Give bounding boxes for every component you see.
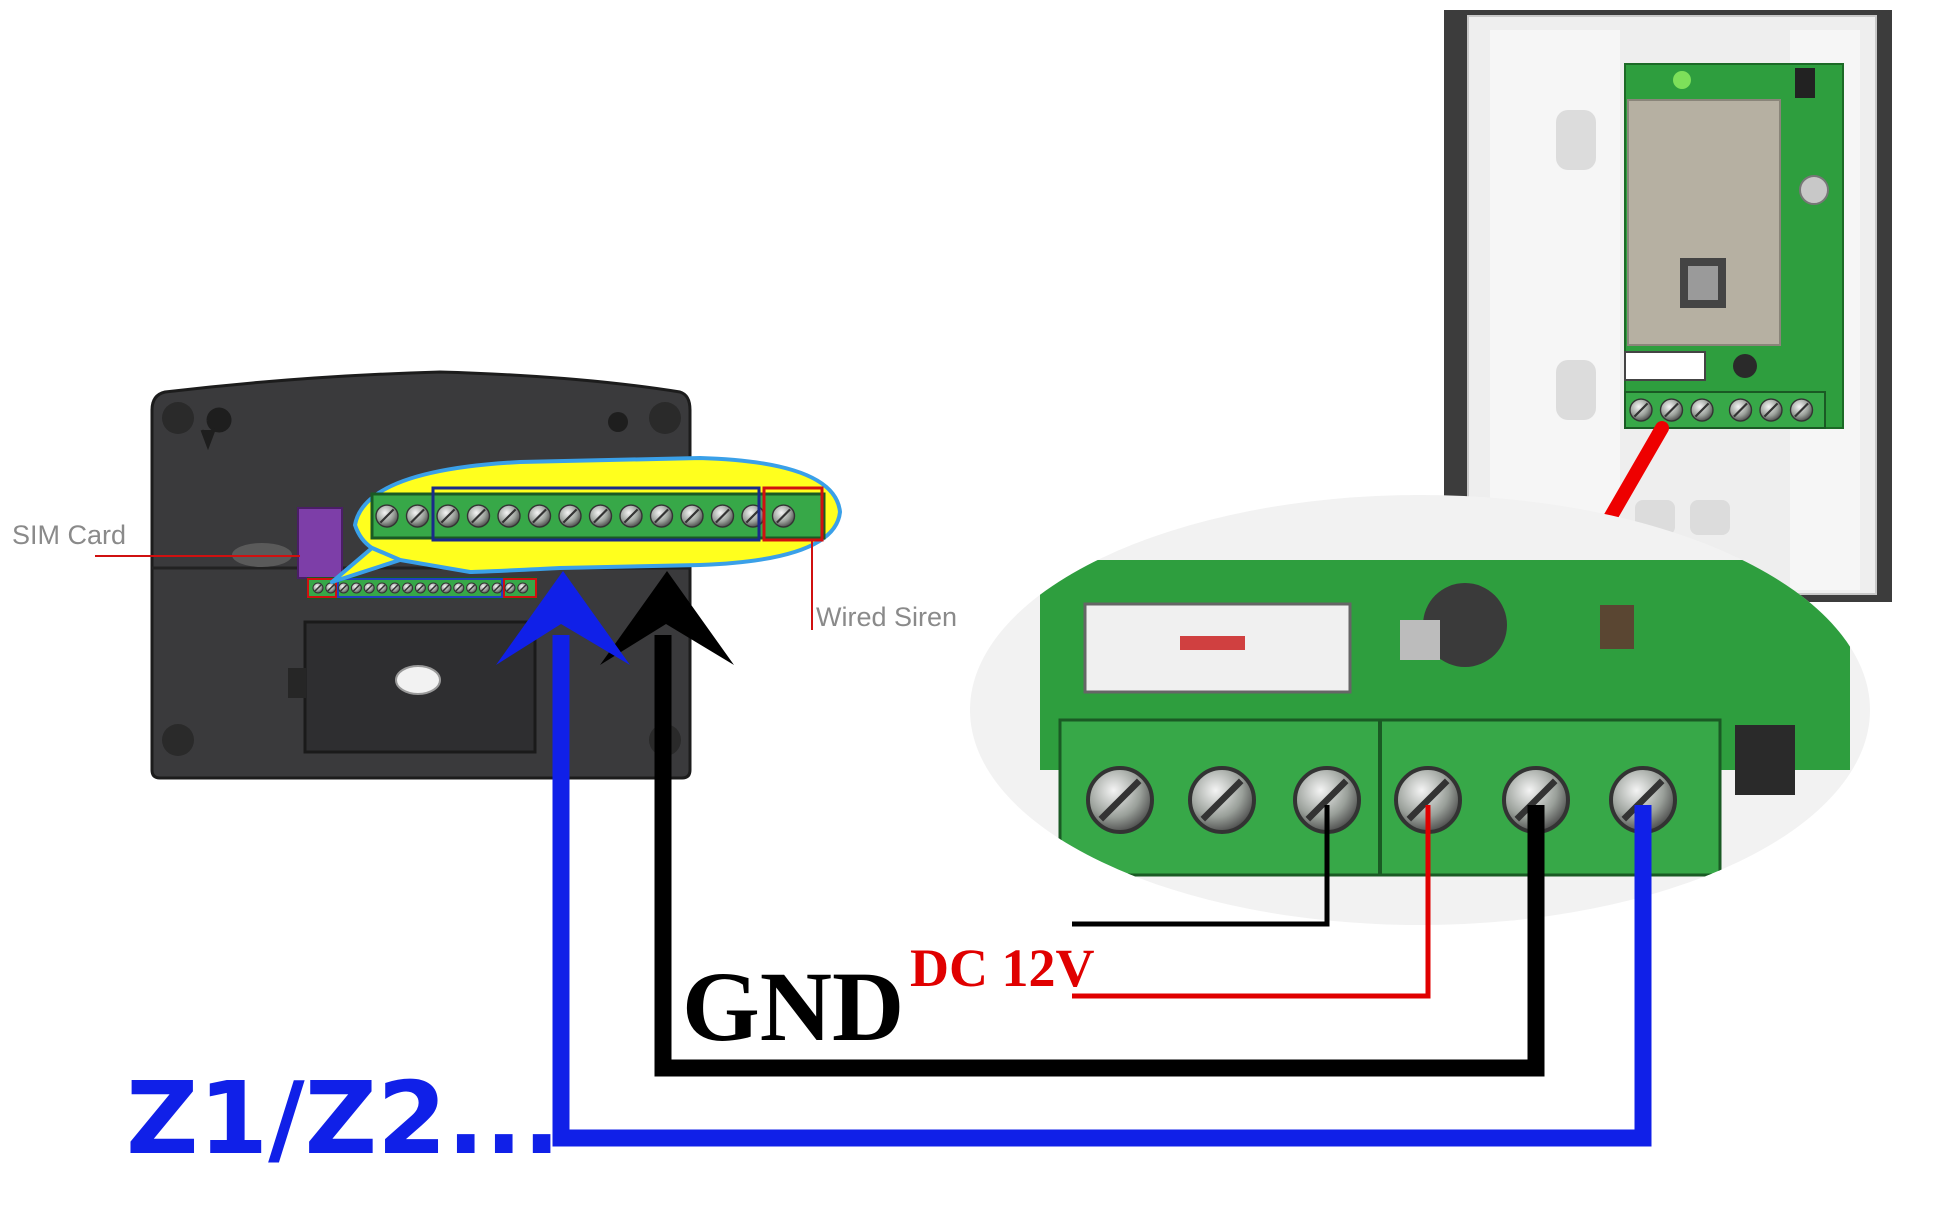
terminal-screw xyxy=(350,582,362,594)
alarm-panel xyxy=(150,370,692,780)
gnd-wire xyxy=(654,635,1545,1077)
terminal-screw xyxy=(376,582,388,594)
terminal-screw xyxy=(1086,766,1154,834)
panel-terminal-block-small xyxy=(312,582,529,594)
terminal-screw xyxy=(1690,398,1714,422)
terminal-screw xyxy=(1659,398,1684,422)
terminal-screw xyxy=(619,504,643,528)
zones-label: Z1/Z2... xyxy=(126,1060,561,1177)
terminal-screw xyxy=(363,582,375,594)
terminal-screw xyxy=(649,504,674,528)
terminal-callout xyxy=(330,455,843,584)
terminal-screw xyxy=(312,582,324,594)
terminal-screw xyxy=(491,582,503,594)
detector-terminal-screws xyxy=(1629,398,1814,422)
terminal-screw xyxy=(527,504,552,528)
terminal-screw xyxy=(497,504,521,528)
terminal-screw xyxy=(1629,398,1653,422)
terminal-screw xyxy=(427,582,439,594)
wired-siren-callout: Wired Siren xyxy=(811,540,957,632)
terminal-screw xyxy=(517,582,529,594)
zone-arrow-head xyxy=(496,571,630,665)
terminal-screw xyxy=(710,504,735,528)
terminal-screw xyxy=(466,504,491,528)
power-wire xyxy=(1072,805,1431,999)
terminal-screw xyxy=(1728,398,1753,422)
wires xyxy=(552,635,1652,1147)
terminal-screw xyxy=(389,582,401,594)
terminal-screw xyxy=(1188,766,1256,834)
terminal-screw xyxy=(771,504,796,528)
terminal-screw xyxy=(1502,766,1570,834)
sim-card-callout: SIM Card xyxy=(12,520,300,557)
terminal-screw xyxy=(325,582,337,594)
terminal-screw xyxy=(1759,398,1783,422)
gnd-arrow-head xyxy=(600,571,734,665)
terminal-screw xyxy=(558,504,582,528)
tamper-wire xyxy=(1072,805,1330,927)
sim-card-label: SIM Card xyxy=(12,520,126,550)
terminal-screw xyxy=(440,582,452,594)
terminal-screw xyxy=(338,582,350,594)
terminal-screw xyxy=(402,582,414,594)
zone-wire xyxy=(552,635,1652,1147)
terminal-screw xyxy=(414,582,426,594)
terminal-screw xyxy=(504,582,516,594)
terminal-screw xyxy=(741,504,765,528)
terminal-screw xyxy=(588,504,613,528)
terminal-screw xyxy=(478,582,490,594)
terminal-screw xyxy=(405,504,430,528)
gnd-label: GND xyxy=(682,951,904,1062)
wired-siren-label: Wired Siren xyxy=(816,602,957,632)
terminal-screw xyxy=(375,504,399,528)
terminal-screw xyxy=(680,504,704,528)
terminal-screw xyxy=(466,582,478,594)
dc-12v-label: DC 12V xyxy=(910,938,1095,998)
terminal-screw xyxy=(436,504,460,528)
terminal-screw xyxy=(453,582,465,594)
terminal-screw xyxy=(1789,398,1814,422)
detector-photo xyxy=(1444,10,1892,602)
